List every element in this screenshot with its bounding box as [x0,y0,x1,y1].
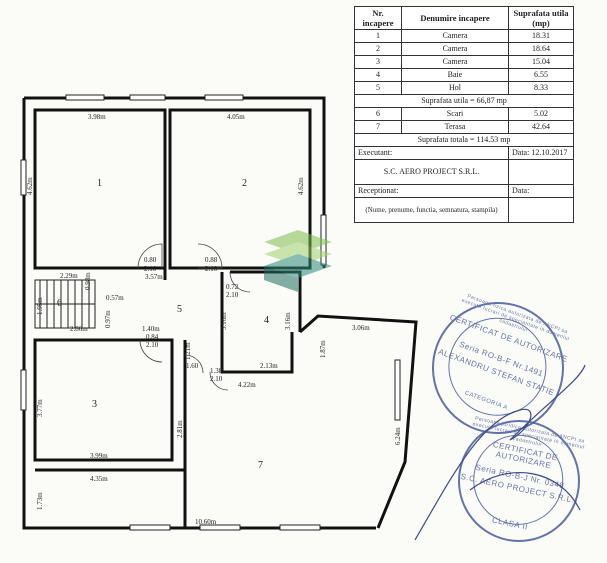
dim-label: 2.10 [205,265,218,273]
cell-nr: 7 [354,120,402,134]
company-name: S.C. AERO PROJECT S.R.L. [354,159,509,185]
cell-area: 5.02 [508,107,574,121]
table-row: 1 Camera 18.31 [354,29,574,43]
dim-label: 1.21m [184,342,192,360]
dim-label: 3.77m [36,399,44,417]
signature-note: (Nume, prenume, functia, semnatura, stam… [354,197,509,223]
dim-label: 2.10 [146,341,159,349]
room-4-label: 4 [264,315,269,326]
cell-name: Terasa [401,120,509,134]
dim-label: 3.16m [284,312,292,330]
room-3-label: 3 [92,399,97,410]
room-5-label: 5 [177,304,182,315]
dim-label: 1.40m [142,325,160,333]
date-label: Data: 12.10.2017 [508,146,574,160]
cell-area: 18.64 [508,42,574,56]
table-row: 7 Terasa 42.64 [354,120,574,134]
dim-label: 0.97m [104,310,112,328]
subtotal-row: Suprafata utila = 66,87 mp [354,94,574,108]
table-row: 6 Scari 5.02 [354,107,574,121]
dim-label: 4.05m [227,113,245,121]
dim-label: 3.99m [90,452,108,460]
area-table: Nr. incapere Denumire incapere Suprafata… [354,6,574,223]
table-row: 3 Camera 15.04 [354,55,574,69]
table-row: 5 Hol 8.33 [354,81,574,95]
header-area: Suprafata utila (mp) [508,6,574,30]
cell-nr: 1 [354,29,402,43]
dim-label: 2.81m [176,420,184,438]
cell-area: 6.55 [508,68,574,82]
dim-label: 0.98m [84,272,92,290]
room-6-label: 6 [57,298,62,309]
dim-label: 3.57m [145,273,163,281]
dim-label: 4.62m [26,177,34,195]
dim-label: 1.87m [319,340,327,358]
dim-label: 2.13m [260,362,278,370]
header-name: Denumire incapere [401,6,509,30]
dim-label: 2.10 [226,291,239,299]
cell-name: Camera [401,42,509,56]
executant-label: Executant: [354,146,509,160]
cell-name: Baie [401,68,509,82]
cell-name: Scari [401,107,509,121]
dim-label: 4.62m [297,177,305,195]
total-row: Suprafata totala = 114.53 mp [354,133,574,147]
dim-label: 0.80 [144,256,157,264]
data-label: Data: [508,184,574,198]
dim-label: 2.86m [70,325,88,333]
dim-label: 1.38 [210,367,223,375]
cell-nr: 5 [354,81,402,95]
cell-nr: 2 [354,42,402,56]
table-row: 2 Camera 18.64 [354,42,574,56]
table-row: 4 Baie 6.55 [354,68,574,82]
dim-label: 1.95m [36,297,44,315]
dim-label: 3.06m [352,324,370,332]
cell-name: Hol [401,81,509,95]
dim-label: 0.57m [106,294,124,302]
dim-label: 4.22m [238,381,256,389]
dim-label: 4.35m [90,475,108,483]
cell-area: 15.04 [508,55,574,69]
room-1-label: 1 [97,178,102,189]
dim-label: 10.60m [195,518,217,526]
room-7-label: 7 [258,460,263,471]
header-nr: Nr. incapere [354,6,402,30]
dim-label: 6.24m [394,427,402,445]
cell-name: Camera [401,55,509,69]
cell-nr: 3 [354,55,402,69]
cell-area: 18.31 [508,29,574,43]
dim-label: 1.73m [36,492,44,510]
cell-name: Camera [401,29,509,43]
watermark-logo [264,230,332,292]
dim-label: 2.29m [60,272,78,280]
cell-nr: 6 [354,107,402,121]
dim-label: 1.60 [186,362,199,370]
dim-label: 2.10 [210,375,223,383]
cell-area: 42.64 [508,120,574,134]
signature [414,364,586,541]
dim-label: 2.10 [144,265,157,273]
cell-area: 8.33 [508,81,574,95]
receptionat-label: Receptionat: [354,184,509,198]
dim-label: 0.88 [205,256,218,264]
room-2-label: 2 [242,178,247,189]
dim-label: 0.72 [226,283,239,291]
dim-label: 3.98m [88,113,106,121]
dim-label: 3.16m [220,312,228,330]
dim-label: 0.84 [146,333,159,341]
cell-nr: 4 [354,68,402,82]
